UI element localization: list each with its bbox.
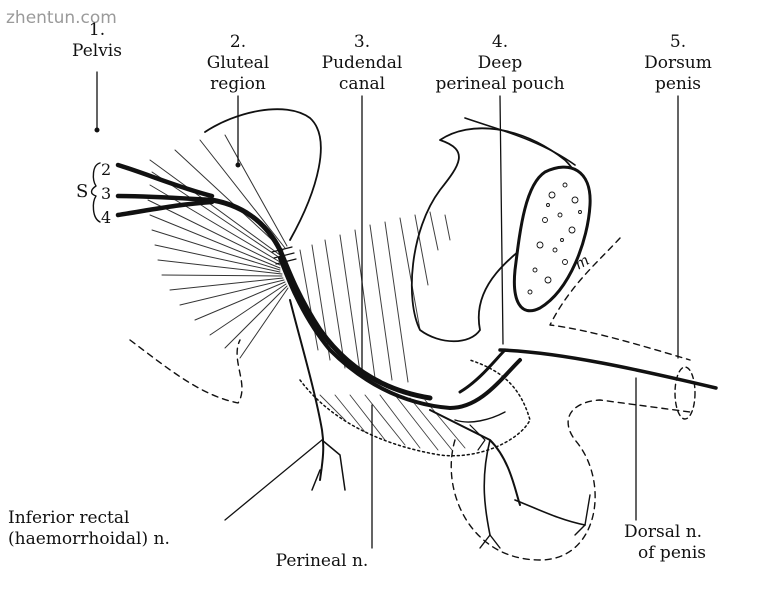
- label-gluteal-text2: region: [210, 74, 266, 94]
- label-dorsal-n: Dorsal n. of penis: [624, 522, 764, 564]
- label-pudendal: 3. Pudendal canal: [312, 32, 412, 95]
- pudendal-nerve-trunk-2: [278, 256, 522, 410]
- pubic-bone-section: [512, 165, 592, 313]
- pointer-deep-pouch: [499, 95, 504, 345]
- sacral-root-3-label: 3: [101, 184, 112, 203]
- pubic-outline: [464, 117, 576, 166]
- inferior-rectal-nerve: [289, 299, 325, 481]
- label-pelvis-text: Pelvis: [72, 41, 122, 61]
- trunk-ticks: [271, 246, 297, 265]
- sacral-letter: S: [76, 181, 89, 202]
- pointer-inferior-rectal: [224, 439, 323, 521]
- label-deep-pouch-num: 4.: [491, 32, 509, 52]
- perineal-hatching: [319, 394, 466, 451]
- label-dorsal-n-line2: of penis: [638, 543, 706, 563]
- sacrospinous-fan: [147, 134, 289, 359]
- dorsal-nerve-join: [458, 348, 507, 394]
- sacral-root-2-label: 2: [101, 160, 112, 179]
- scrotum-outline: [450, 399, 691, 561]
- label-dorsum-text2: penis: [654, 74, 702, 94]
- pudendal-nerve-trunk: [209, 197, 433, 401]
- label-dorsum: 5. Dorsum penis: [630, 32, 726, 95]
- sacral-bracket: [90, 162, 101, 223]
- label-deep-pouch-text2: perineal pouch: [435, 74, 565, 94]
- dorsal-nerve: [498, 348, 718, 390]
- sacral-root-s2: [115, 162, 215, 199]
- label-pudendal-text2: canal: [338, 74, 386, 94]
- sacrotuberous-fan: [299, 211, 451, 383]
- gluteal-outline: [204, 108, 322, 241]
- pointer-pelvis-dot: [94, 127, 100, 133]
- label-deep-pouch: 4. Deep perineal pouch: [425, 32, 575, 95]
- label-inferior-rectal: Inferior rectal (haemorrhoidal) n.: [8, 508, 220, 550]
- ischial-outline: [410, 127, 581, 343]
- label-gluteal-num: 2.: [229, 32, 247, 52]
- sacral-root-4-label: 4: [101, 208, 112, 227]
- label-inferior-rectal-line2: (haemorrhoidal) n.: [8, 529, 170, 549]
- label-pudendal-num: 3.: [353, 32, 371, 52]
- label-pelvis-num: 1.: [88, 20, 106, 40]
- label-dorsum-text: Dorsum: [644, 53, 712, 73]
- penis-section: [674, 366, 696, 420]
- skin-outline-right: [549, 237, 691, 361]
- label-inferior-rectal-line1: Inferior rectal: [8, 508, 130, 528]
- sacral-root-s4: [115, 199, 215, 218]
- label-perineal-n: Perineal n.: [275, 551, 369, 571]
- watermark: zhentun.com: [6, 8, 117, 28]
- label-gluteal-text: Gluteal: [206, 53, 270, 73]
- sacral-root-s3: [115, 193, 215, 203]
- perineal-region: [299, 359, 531, 457]
- label-pelvis: 1. Pelvis: [62, 20, 132, 62]
- label-deep-pouch-text: Deep: [477, 53, 523, 73]
- perineal-nerve-branches: [429, 409, 521, 506]
- label-dorsal-n-line1: Dorsal n.: [624, 522, 703, 542]
- label-pudendal-text: Pudendal: [321, 53, 403, 73]
- label-dorsum-num: 5.: [669, 32, 687, 52]
- label-gluteal: 2. Gluteal region: [190, 32, 286, 95]
- skin-outline-left: [129, 339, 243, 404]
